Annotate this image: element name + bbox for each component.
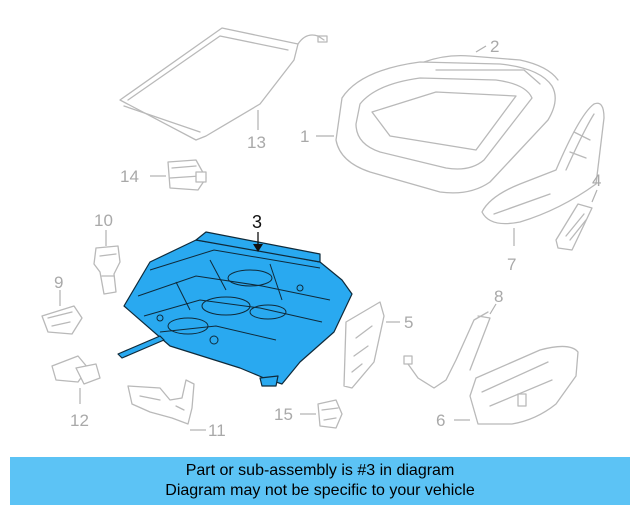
callout-4: 4: [592, 171, 601, 190]
callout-10: 10: [94, 211, 113, 230]
callout-8: 8: [494, 287, 503, 306]
part-6-side-shield: [469, 345, 579, 425]
callout-14: 14: [120, 167, 139, 186]
callout-5: 5: [404, 313, 413, 332]
part-14-module: [167, 159, 207, 191]
callout-2: 2: [490, 37, 499, 56]
callout-13: 13: [247, 133, 266, 152]
part-3-seat-pan: [117, 231, 353, 387]
callout-6: 6: [436, 411, 445, 430]
callout-15: 15: [274, 405, 293, 424]
part-7-side-trim: [481, 102, 605, 225]
part-4-switch: [555, 203, 593, 251]
part-2-cover: [423, 54, 559, 85]
part-10-bracket: [93, 245, 121, 295]
info-banner: Part or sub-assembly is #3 in diagram Di…: [10, 457, 630, 505]
part-1-cushion: [335, 61, 556, 194]
part-8-harness: [403, 311, 491, 389]
part-12-clips: [51, 355, 101, 385]
callout-12: 12: [70, 411, 89, 430]
callout-7: 7: [507, 255, 516, 274]
banner-line-2: Diagram may not be specific to your vehi…: [165, 482, 475, 499]
banner-line-1: Part or sub-assembly is #3 in diagram: [185, 462, 455, 479]
part-13-heater-pad: [119, 27, 328, 141]
callout-11: 11: [208, 421, 226, 440]
callout-9: 9: [54, 273, 63, 292]
parts-diagram: 13 14 1 2 7 4 10: [41, 27, 605, 440]
callout-3: 3: [252, 212, 262, 232]
part-11-bracket: [127, 379, 195, 425]
part-9-clip: [41, 305, 83, 335]
part-5-side-panel: [343, 301, 385, 389]
callout-1: 1: [300, 127, 309, 146]
part-15-bracket: [317, 399, 343, 429]
